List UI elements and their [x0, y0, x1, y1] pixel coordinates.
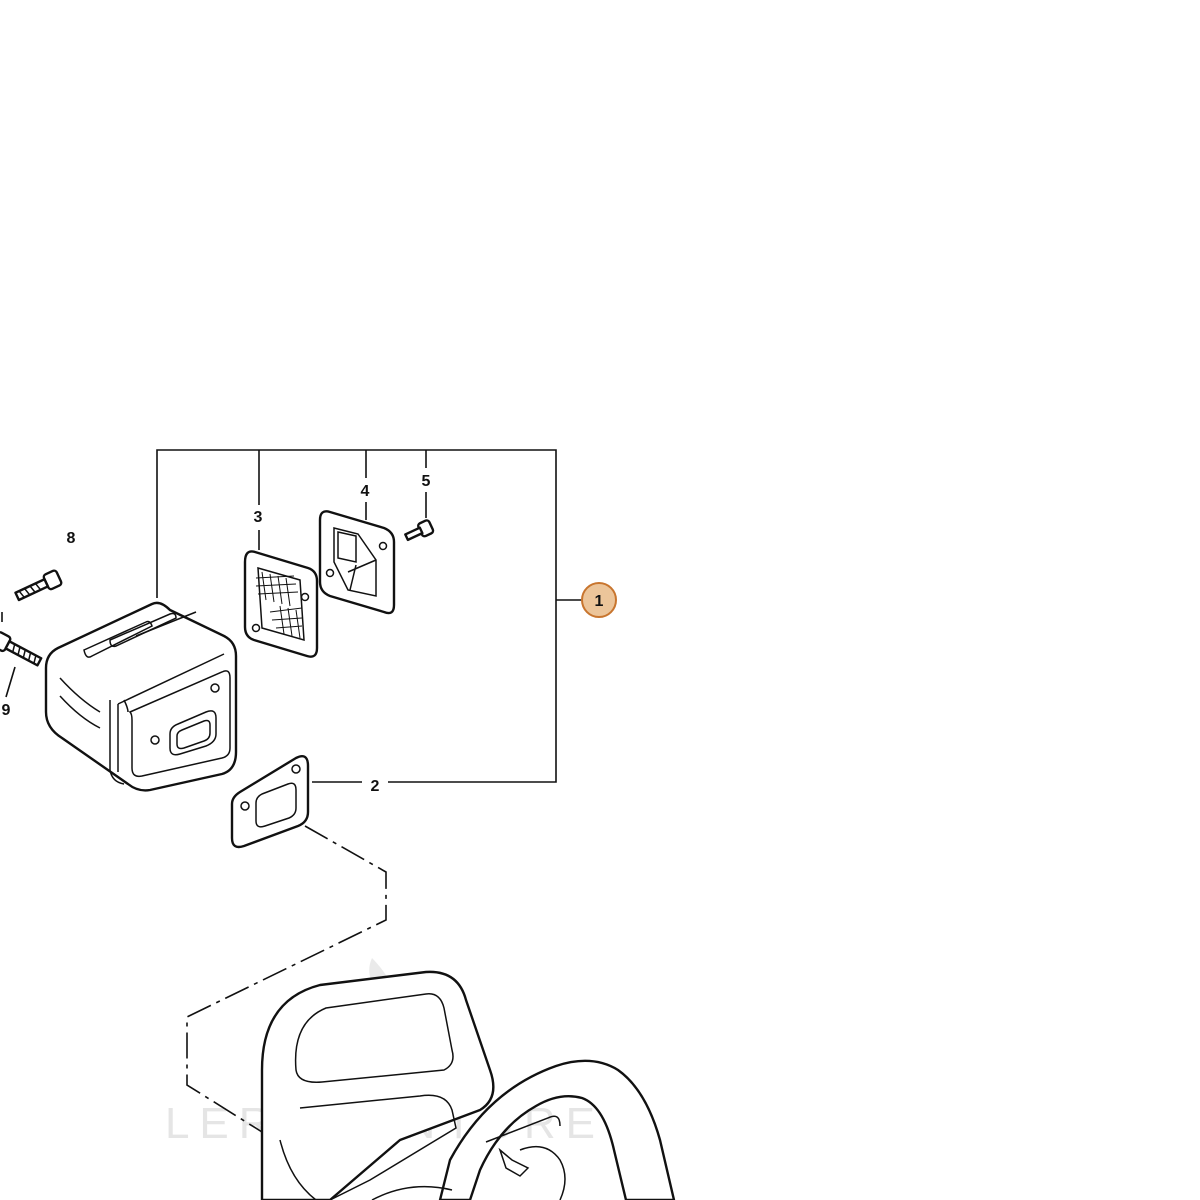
part-3-spark-screen	[243, 550, 319, 658]
callout-9: 9	[2, 702, 11, 719]
part-4-cover-plate	[318, 510, 396, 615]
callout-1: 1	[595, 593, 604, 610]
part-5-screw	[404, 519, 435, 542]
callout-8: 8	[67, 530, 76, 547]
kit-bracket	[156, 449, 584, 783]
assembly-path-line	[186, 825, 387, 1133]
part-9-bolt	[0, 612, 43, 698]
callout-5: 5	[422, 473, 431, 490]
callout-2: 2	[371, 778, 380, 795]
saw-housing	[260, 970, 676, 1200]
part-8-bolt	[14, 569, 63, 602]
callout-3: 3	[254, 509, 263, 526]
part-muffler	[44, 601, 238, 792]
part-2-gasket	[230, 755, 310, 849]
callout-1-badge[interactable]: 1	[581, 582, 617, 618]
callout-4: 4	[361, 483, 370, 500]
